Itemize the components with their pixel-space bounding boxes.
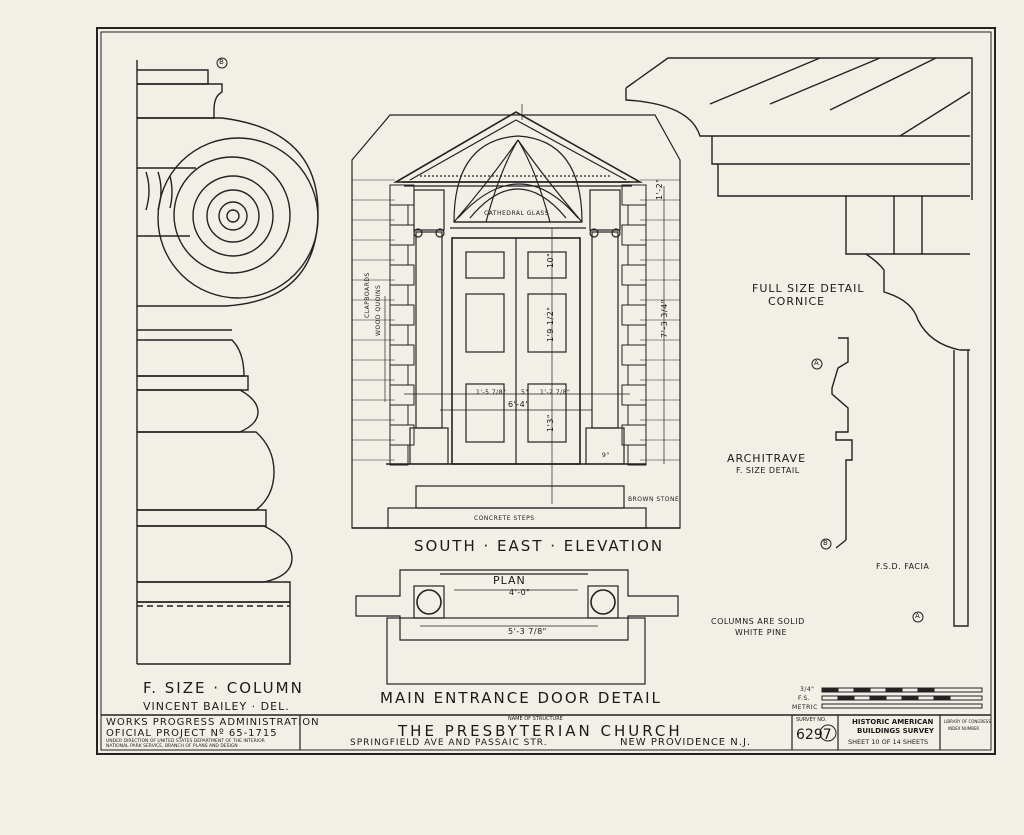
marker-a-architrave-label: A bbox=[814, 359, 820, 367]
habs-line1: HISTORIC AMERICAN bbox=[852, 718, 934, 726]
dim-door-mid: 1'9 1/2" bbox=[546, 306, 555, 342]
cornice-title-line2: CORNICE bbox=[768, 295, 826, 308]
survey-seal-icon bbox=[819, 724, 837, 742]
title-block-dividers bbox=[299, 715, 941, 750]
elevation-title: SOUTH · EAST · ELEVATION bbox=[414, 537, 665, 555]
architrave-title-line2: F. SIZE DETAIL bbox=[736, 466, 800, 475]
sheet-number: SHEET 10 OF 14 SHEETS bbox=[848, 738, 929, 746]
structure-city: NEW PROVIDENCE N.J. bbox=[620, 737, 752, 748]
marker-b-architrave-label: B bbox=[823, 539, 829, 547]
wpa-title: WORKS PROGRESS ADMINISTRATION bbox=[106, 717, 320, 728]
marker-b-top bbox=[216, 57, 228, 69]
index-line2: INDEX NUMBER bbox=[948, 726, 980, 731]
dim-right-height: 7'-3 3/4" bbox=[660, 299, 669, 338]
wpa-project: OFICIAL PROJECT Nº 65-1715 bbox=[106, 728, 278, 739]
brown-stone-note: BROWN STONE bbox=[628, 496, 680, 503]
dim-door-upper: 10" bbox=[546, 252, 555, 268]
cornice-drawing bbox=[625, 57, 973, 627]
scale-label-top: 3/4" bbox=[800, 686, 815, 693]
scale-bar bbox=[821, 687, 983, 709]
concrete-steps-note: CONCRETE STEPS bbox=[474, 515, 535, 522]
marker-a-facia-label: A bbox=[915, 612, 921, 620]
structure-name-caption: NAME OF STRUCTURE bbox=[508, 716, 563, 722]
dim-door-low: 1'3" bbox=[546, 413, 555, 432]
wpa-branch: NATIONAL PARK SERVICE, BRANCH OF PLANS A… bbox=[106, 744, 238, 749]
column-title: F. SIZE · COLUMN bbox=[143, 679, 304, 697]
structure-name: THE PRESBYTERIAN CHURCH bbox=[398, 722, 683, 740]
dim-fanlight-height: 1'-2" bbox=[655, 178, 664, 200]
elevation-drawing bbox=[351, 104, 681, 529]
dim-panel-width-left: 1'-5 7/8" bbox=[476, 389, 507, 396]
delineator-credit: VINCENT BAILEY · DEL. bbox=[143, 700, 290, 713]
architrave-profile bbox=[831, 337, 853, 549]
scale-label-fs: F.S. bbox=[798, 695, 811, 702]
cathedral-glass-note: CATHEDRAL GLASS bbox=[484, 210, 550, 217]
dim-panel-width-right: 1'-2 7/8" bbox=[540, 389, 571, 396]
inner-border bbox=[100, 31, 992, 751]
door-detail-title: MAIN ENTRANCE DOOR DETAIL bbox=[380, 689, 662, 707]
marker-b-top-label: B bbox=[219, 58, 225, 66]
columns-note-line2: WHITE PINE bbox=[735, 628, 787, 637]
dim-plan-base: 5'-3 7/8" bbox=[508, 627, 547, 636]
index-line1: LIBRARY OF CONGRESS bbox=[944, 719, 991, 724]
structure-address: SPRINGFIELD AVE AND PASSAIC STR. bbox=[350, 738, 548, 748]
dim-gap-2: 9" bbox=[602, 452, 610, 459]
marker-a-architrave bbox=[811, 358, 823, 370]
habs-line2: BUILDINGS SURVEY bbox=[857, 727, 934, 735]
dim-overall-width: 6'-4" bbox=[508, 400, 530, 409]
marker-b-architrave bbox=[820, 538, 832, 550]
wood-quoins-note: WOOD QUOINS bbox=[375, 284, 382, 336]
dim-gap-1: 5" bbox=[521, 389, 529, 396]
facia-label: F.S.D. FACIA bbox=[876, 562, 930, 571]
plan-title: PLAN bbox=[493, 574, 526, 587]
column-capital-drawing bbox=[136, 60, 319, 665]
survey-number: 6297 bbox=[796, 727, 832, 743]
wpa-direction: UNDER DIRECTION OF UNITED STATES DEPARTM… bbox=[106, 739, 265, 744]
architrave-title-line1: ARCHITRAVE bbox=[727, 452, 807, 465]
cornice-title-line1: FULL SIZE DETAIL bbox=[752, 282, 865, 295]
plan-drawing bbox=[355, 569, 679, 685]
columns-note-line1: COLUMNS ARE SOLID bbox=[711, 617, 805, 626]
survey-caption: SURVEY NO. bbox=[796, 717, 827, 723]
clapboards-note: CLAPBOARDS bbox=[364, 272, 371, 318]
marker-a-facia bbox=[912, 611, 924, 623]
dim-plan-width: 4'-0" bbox=[509, 588, 531, 597]
scale-label-metric: METRIC bbox=[792, 704, 818, 711]
outer-border bbox=[96, 27, 996, 755]
